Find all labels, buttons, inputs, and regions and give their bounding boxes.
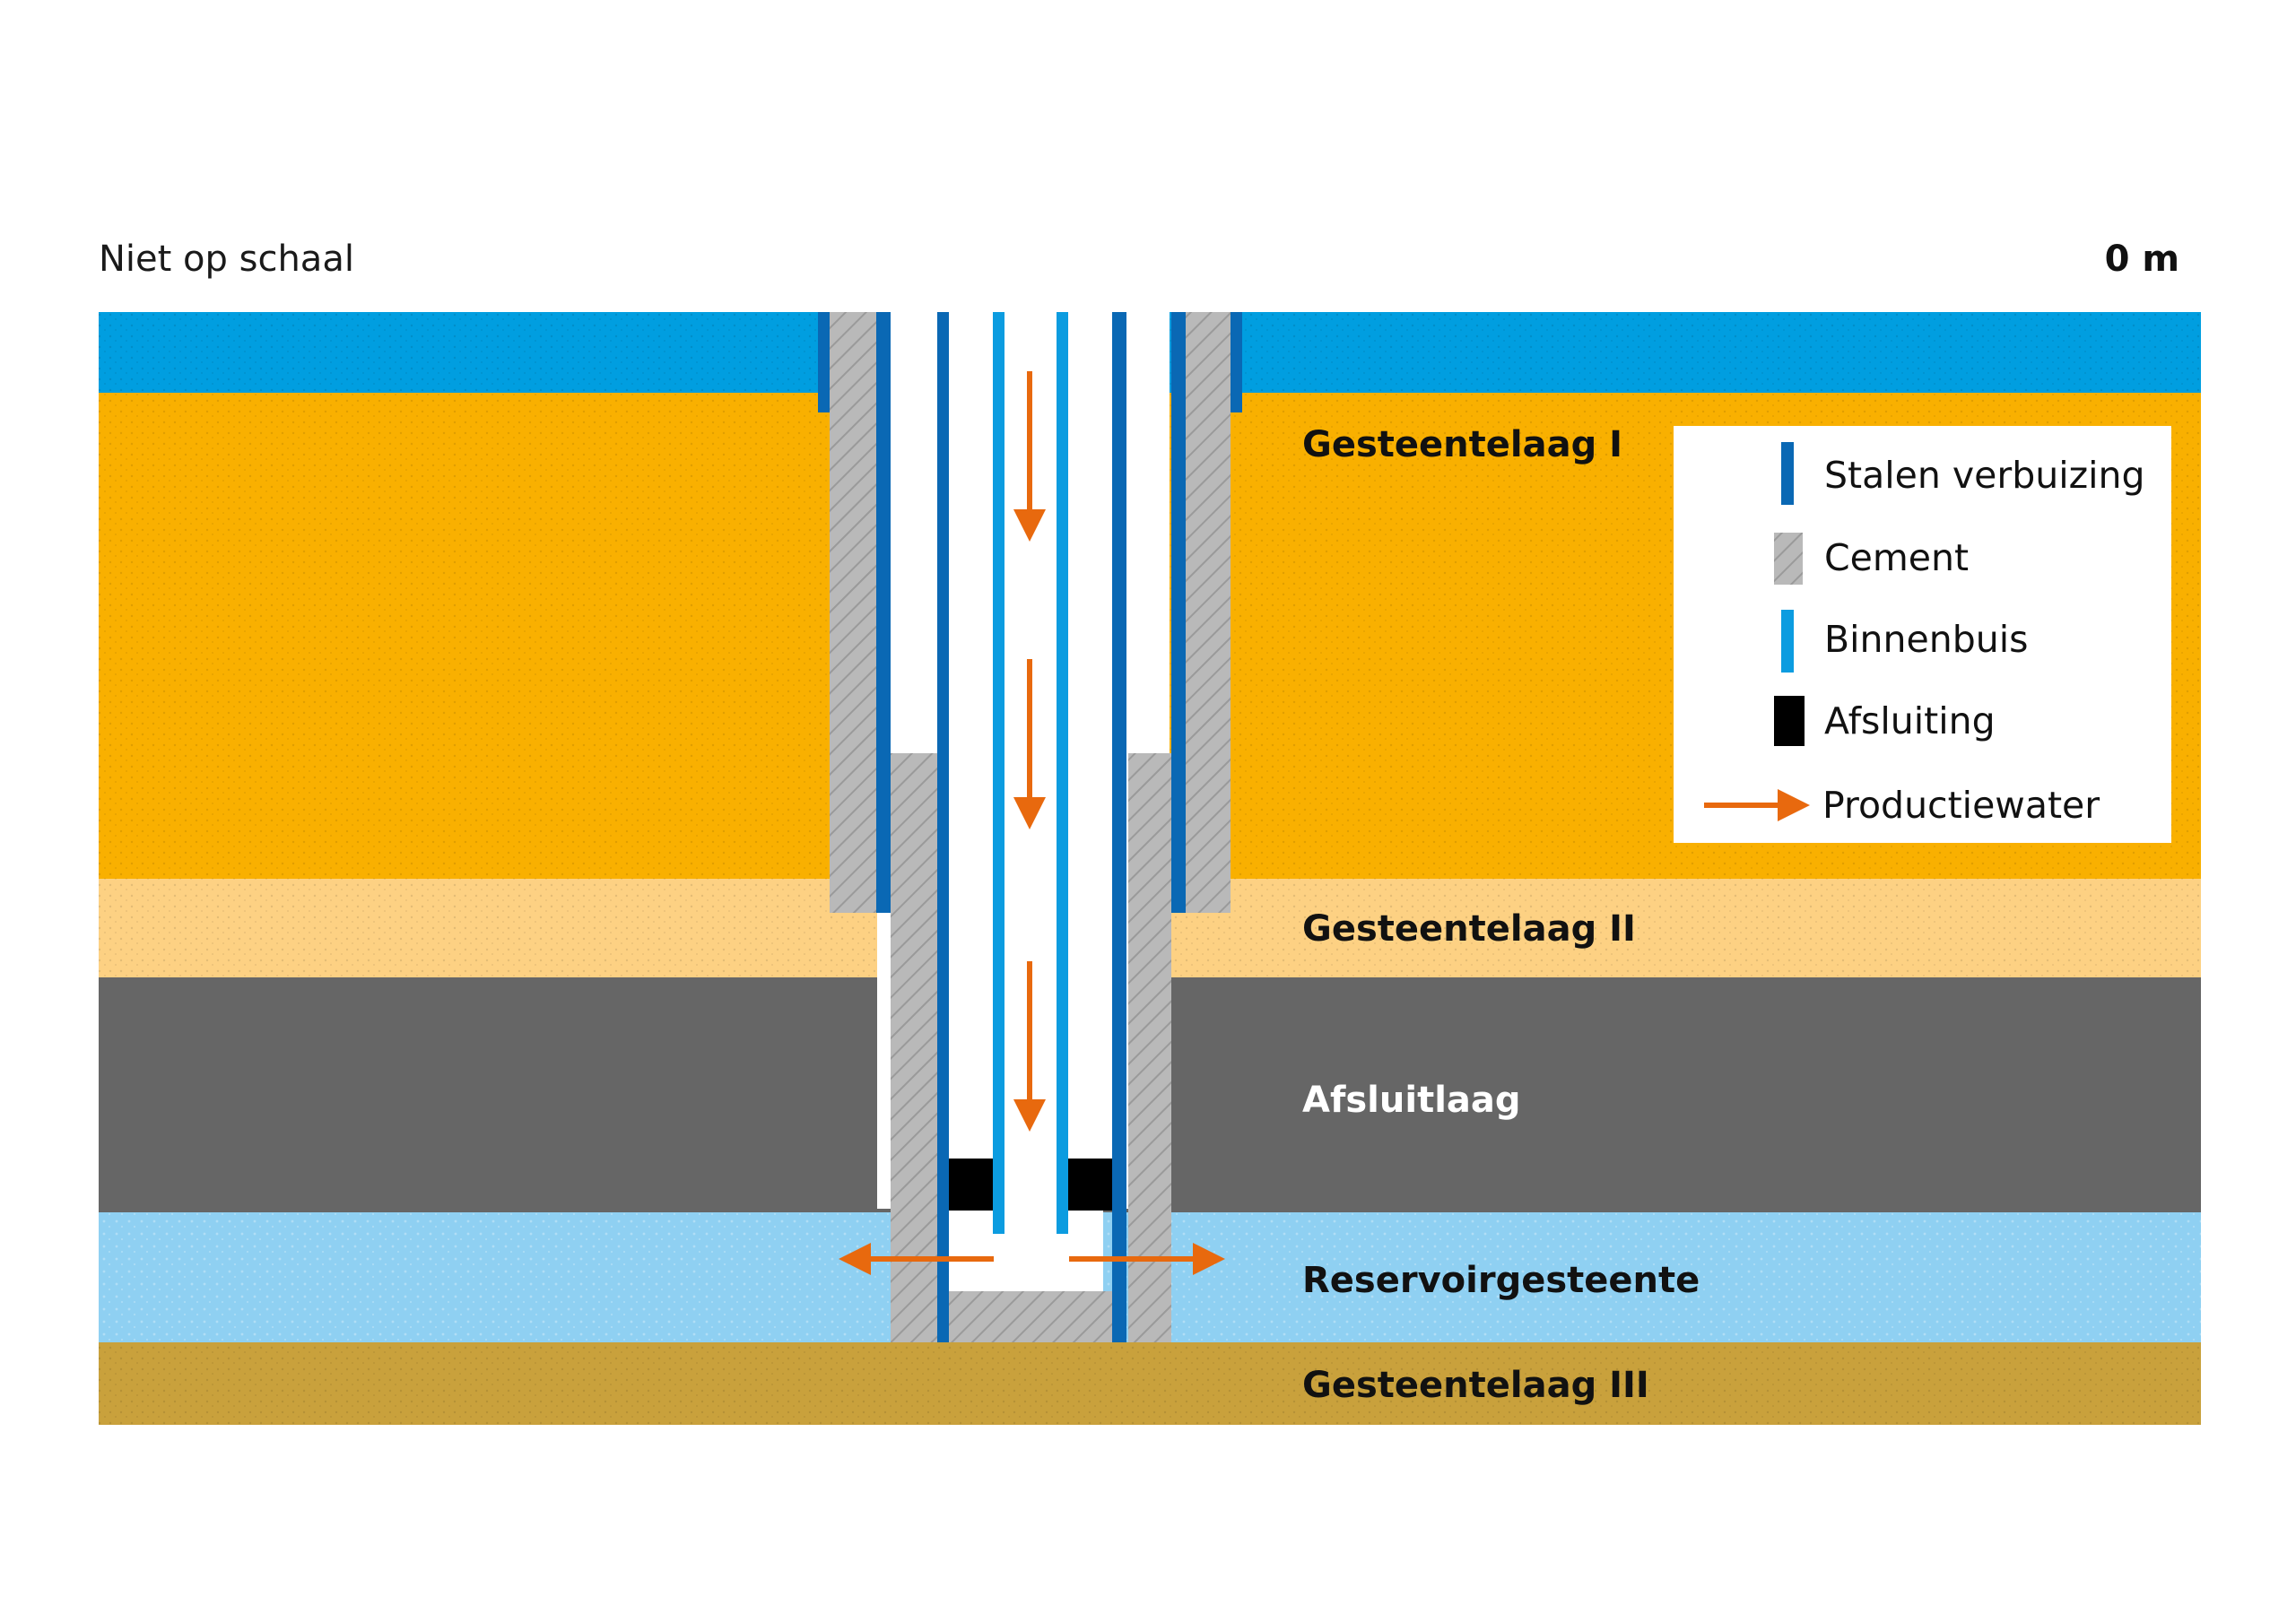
depth-label: 0 m <box>2105 239 2179 280</box>
inner-tube-right <box>1057 312 1068 1234</box>
legend-swatch-cement <box>1774 533 1803 585</box>
legend-label-seal: Afsluiting <box>1824 699 1996 742</box>
cement-lower-right <box>1128 753 1171 1342</box>
inner-tube-left <box>993 312 1004 1234</box>
legend-label-steel-casing: Stalen verbuizing <box>1824 454 2145 497</box>
steel-casing-inner-right <box>1112 312 1126 1342</box>
label-reservoir: Reservoirgesteente <box>1302 1260 1700 1301</box>
scale-note: Niet op schaal <box>99 239 354 280</box>
packer-seal-right <box>1068 1159 1112 1211</box>
packer-seal-left <box>949 1159 993 1211</box>
legend-label-production-water: Productiewater <box>1822 784 2100 827</box>
steel-casing-outer-right <box>1171 312 1186 913</box>
label-rock-1: Gesteentelaag I <box>1302 424 1622 465</box>
legend: Stalen verbuizing Cement Binnenbuis Afsl… <box>1674 426 2171 843</box>
layer-rock-3-texture <box>99 1342 2201 1425</box>
steel-casing-inner-left <box>937 312 949 1342</box>
legend-swatch-steel-casing <box>1781 442 1794 505</box>
label-seal-layer: Afsluitlaag <box>1302 1080 1521 1121</box>
cement-lower-left <box>891 753 937 1342</box>
legend-label-cement: Cement <box>1824 536 1969 579</box>
steel-casing-conductor-left <box>818 312 830 412</box>
cement-bottom-plug <box>949 1291 1112 1342</box>
cement-upper-right <box>1186 312 1231 913</box>
label-rock-3: Gesteentelaag III <box>1302 1365 1649 1406</box>
legend-swatch-inner-tube <box>1781 610 1794 673</box>
steel-casing-outer-left <box>876 312 891 913</box>
legend-box <box>1674 426 2171 843</box>
cement-upper-left <box>830 312 876 913</box>
legend-label-inner-tube: Binnenbuis <box>1824 618 2028 661</box>
steel-casing-conductor-right <box>1231 312 1242 412</box>
label-rock-2: Gesteentelaag II <box>1302 908 1636 950</box>
well-lower-bore <box>949 1209 1103 1291</box>
legend-swatch-seal <box>1774 696 1805 746</box>
